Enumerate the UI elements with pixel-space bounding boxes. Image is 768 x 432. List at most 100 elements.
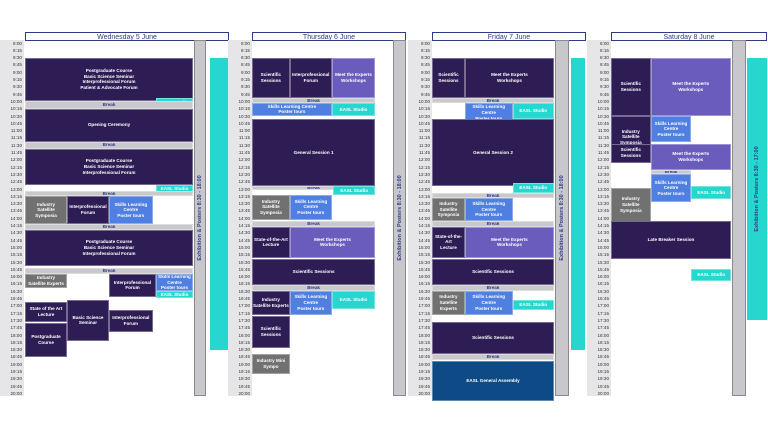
time-label: 9:30 bbox=[421, 84, 430, 90]
time-label: 9:45 bbox=[600, 91, 609, 97]
session-block[interactable]: EASL Studio bbox=[691, 269, 731, 281]
session-block[interactable]: EASL Studio bbox=[512, 299, 554, 311]
session-block[interactable]: EASL Studio bbox=[331, 102, 376, 116]
session-block[interactable]: Skills Learning Centre Poster tours bbox=[289, 291, 332, 315]
break-bar[interactable]: Break bbox=[25, 267, 193, 274]
session-block[interactable]: Industry Satellite Experts bbox=[25, 273, 67, 289]
session-block[interactable]: Skills Learning Centre Poster tours bbox=[156, 273, 193, 292]
time-label: 13:30 bbox=[238, 201, 251, 207]
break-bar[interactable]: Break bbox=[432, 285, 554, 292]
session-block[interactable]: EASL Studio bbox=[512, 183, 554, 194]
session-block[interactable]: Skills Learning Centre Poster tours bbox=[464, 102, 513, 124]
time-label: 18:30 bbox=[597, 347, 610, 353]
session-block[interactable]: Postgraduate Course bbox=[25, 323, 67, 357]
time-label: 17:45 bbox=[238, 325, 251, 331]
session-block[interactable]: Postgraduate Course Basic Science Semina… bbox=[25, 229, 193, 266]
session-block[interactable]: EASL Studio bbox=[333, 186, 376, 195]
session-block[interactable]: Scientific Sessions bbox=[252, 57, 290, 99]
session-block[interactable]: State-of-the-Art Lecture bbox=[432, 226, 465, 258]
time-label: 17:15 bbox=[597, 310, 610, 316]
session-block[interactable]: Skills Learning Centre Poster tours bbox=[252, 102, 332, 116]
session-block[interactable]: Skills Learning Centre Poster tours bbox=[650, 116, 692, 143]
time-label: 15:15 bbox=[597, 252, 610, 258]
session-block[interactable]: Meet the Experts Workshops bbox=[464, 226, 554, 258]
session-block[interactable]: Scientific Sessions bbox=[432, 259, 554, 286]
time-label: 19:45 bbox=[238, 383, 251, 389]
break-bar[interactable]: Break bbox=[252, 285, 376, 292]
session-block[interactable]: General Session 2 bbox=[432, 118, 554, 187]
session-block[interactable]: Industry Satellite Symposia bbox=[432, 197, 465, 222]
break-bar[interactable]: Break bbox=[432, 353, 554, 360]
session-block[interactable]: Scientific Sessions bbox=[252, 316, 290, 349]
time-label: 14:45 bbox=[597, 237, 610, 243]
break-bar[interactable]: Break bbox=[25, 141, 193, 149]
break-bar[interactable]: Break bbox=[252, 98, 376, 103]
break-bar[interactable]: Break bbox=[25, 224, 193, 230]
time-label: 16:30 bbox=[597, 288, 610, 294]
session-block[interactable]: EASL Studio bbox=[691, 186, 731, 200]
session-block[interactable]: Skills Learning Centre Poster tours bbox=[464, 291, 513, 315]
time-label: 16:15 bbox=[238, 281, 251, 287]
session-block[interactable]: Scientific Sessions bbox=[432, 321, 554, 354]
session-block[interactable]: Meet the Experts Workshops bbox=[289, 226, 376, 258]
session-block[interactable]: Meet the Experts Workshops bbox=[331, 57, 376, 99]
session-block[interactable]: EASL Studio bbox=[512, 102, 554, 119]
break-bar[interactable]: Break bbox=[25, 191, 193, 197]
session-block[interactable]: Opening Ceremony bbox=[25, 108, 193, 142]
time-label: 8:00 bbox=[421, 40, 430, 46]
break-bar[interactable]: Break bbox=[432, 193, 554, 198]
time-label: 16:30 bbox=[238, 288, 251, 294]
session-block[interactable]: Scientific Sessions bbox=[611, 143, 651, 163]
session-block[interactable]: Scientific Sessions bbox=[432, 57, 465, 99]
time-label: 13:15 bbox=[10, 193, 23, 199]
time-label: 14:00 bbox=[597, 215, 610, 221]
session-block[interactable]: State-of-the-Art Lecture bbox=[252, 226, 290, 258]
time-label: 10:15 bbox=[10, 106, 23, 112]
exhibition-label-saturday: Exhibition & Posters 8:30 - 17:00 bbox=[754, 146, 760, 232]
break-bar[interactable]: Break bbox=[432, 221, 554, 227]
time-label: 13:30 bbox=[418, 201, 431, 207]
session-block[interactable]: Interprofessional Forum bbox=[289, 57, 332, 99]
time-label: 13:15 bbox=[597, 193, 610, 199]
time-label: 11:00 bbox=[597, 128, 609, 134]
time-label: 20:00 bbox=[597, 390, 610, 396]
session-block[interactable]: State of the Art Lecture bbox=[25, 302, 67, 322]
time-label: 11:30 bbox=[238, 142, 250, 148]
session-block[interactable]: Industry Satellite Symposia bbox=[611, 187, 651, 223]
session-block[interactable]: Meet the Experts Workshops bbox=[650, 143, 731, 170]
break-bar[interactable]: Break bbox=[25, 101, 193, 109]
session-block[interactable]: Meet the Experts Workshops bbox=[464, 57, 554, 99]
time-label: 10:15 bbox=[238, 106, 251, 112]
session-block[interactable]: Skills Learning Centre Poster tours bbox=[464, 197, 513, 222]
session-block[interactable]: Scientific Sessions bbox=[252, 259, 376, 286]
time-label: 16:00 bbox=[238, 274, 251, 280]
session-block[interactable]: Industry Satellite Experts bbox=[432, 291, 465, 315]
session-block[interactable]: Scientific Sessions bbox=[611, 57, 651, 116]
session-block[interactable]: Late Breaker Session bbox=[611, 221, 731, 260]
session-block[interactable]: Industry Satellite Experts bbox=[252, 291, 290, 315]
time-label: 11:30 bbox=[10, 142, 22, 148]
session-block[interactable]: Skills Learning Centre Poster tours bbox=[650, 174, 692, 203]
session-block[interactable]: General Session 1 bbox=[252, 118, 376, 187]
session-block[interactable]: EASL Studio bbox=[156, 291, 193, 299]
time-label: 12:15 bbox=[238, 164, 251, 170]
session-block[interactable]: Interprofessional Forum bbox=[109, 310, 153, 333]
session-block[interactable]: EASL General Assembly bbox=[432, 361, 554, 401]
session-block[interactable]: Postgraduate Course Basic Science Semina… bbox=[25, 148, 193, 186]
time-label: 10:45 bbox=[418, 120, 431, 126]
session-block[interactable]: Interprofessional Forum bbox=[67, 196, 109, 225]
session-block[interactable]: Skills Learning Centre Poster tours bbox=[289, 194, 332, 220]
break-bar[interactable]: Break bbox=[650, 170, 692, 175]
session-block[interactable]: Industry Satellite Symposia bbox=[25, 196, 67, 225]
session-block[interactable]: Skills Learning Centre Poster tours bbox=[109, 196, 153, 225]
session-block[interactable]: Meet the Experts Workshops bbox=[650, 57, 731, 116]
break-bar[interactable]: Break bbox=[432, 98, 554, 103]
break-bar[interactable]: Break bbox=[252, 221, 376, 227]
session-block[interactable]: Interprofessional Forum bbox=[109, 273, 157, 298]
session-block[interactable]: EASL Studio bbox=[331, 291, 376, 309]
time-label: 12:30 bbox=[597, 171, 610, 177]
session-block[interactable]: Basic Science Seminar bbox=[67, 299, 109, 341]
session-block[interactable]: Industry Satellite Symposia bbox=[252, 194, 290, 220]
session-block[interactable]: Postgraduate Course Basic Science Semina… bbox=[25, 57, 193, 102]
session-block[interactable]: Industry Mini Sympo bbox=[252, 353, 290, 375]
